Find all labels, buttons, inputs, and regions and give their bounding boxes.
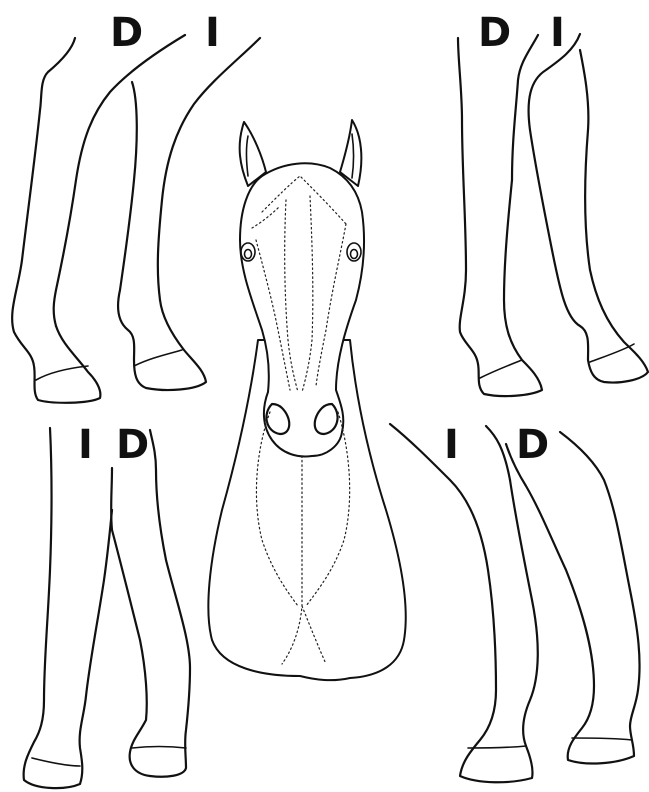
label-bottom-right-i: I bbox=[444, 422, 459, 468]
bottom-right-hoof-a bbox=[468, 746, 526, 748]
label-top-right-i: I bbox=[550, 10, 565, 56]
label-bottom-right-d: D bbox=[516, 422, 549, 468]
label-bottom-left-i: I bbox=[78, 422, 93, 468]
top-right-leg-a bbox=[458, 38, 542, 396]
bottom-right-leg-b bbox=[486, 426, 510, 480]
label-top-left-d: D bbox=[110, 10, 143, 56]
bottom-left-hoof-a bbox=[32, 758, 80, 766]
top-right-leg-c bbox=[529, 34, 648, 383]
label-bottom-left-d: D bbox=[116, 422, 149, 468]
top-right-leg-pair bbox=[458, 34, 648, 396]
bottom-left-hoof-b bbox=[132, 747, 186, 749]
bottom-right-leg-a bbox=[390, 424, 538, 782]
bottom-left-leg-b bbox=[111, 430, 190, 777]
top-right-hoof-a bbox=[480, 360, 522, 378]
bottom-left-leg-a bbox=[24, 428, 112, 788]
top-left-leg-c bbox=[118, 82, 206, 390]
top-left-hoof-a bbox=[36, 366, 88, 380]
top-right-hoof-b bbox=[590, 344, 634, 362]
bottom-left-leg-pair bbox=[24, 428, 190, 788]
label-top-left-i: I bbox=[205, 10, 220, 56]
top-left-hoof-b bbox=[134, 350, 182, 366]
bottom-right-hoof-b bbox=[572, 738, 632, 740]
top-left-leg-pair bbox=[12, 35, 260, 403]
bottom-right-leg-pair bbox=[390, 424, 640, 782]
horse-front-view bbox=[208, 120, 405, 680]
label-top-right-d: D bbox=[478, 10, 511, 56]
top-left-leg-a bbox=[12, 38, 100, 403]
